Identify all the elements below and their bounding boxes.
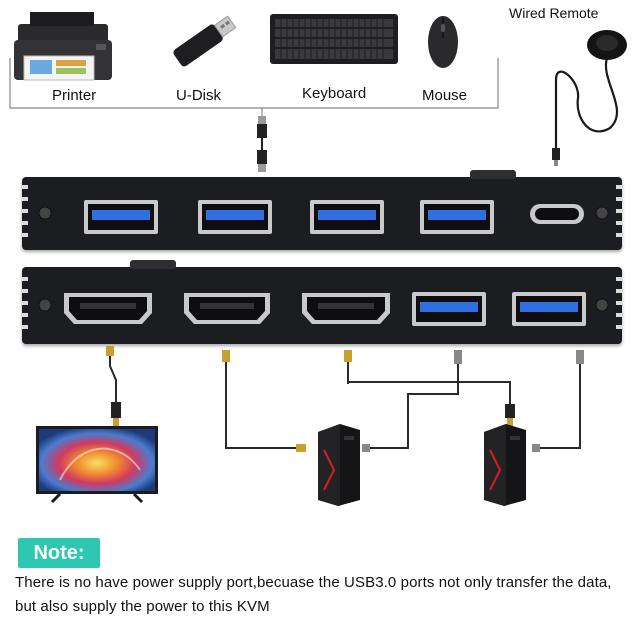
printer-icon	[14, 12, 112, 81]
peripheral-bracket	[9, 58, 499, 116]
printer-label: Printer	[52, 87, 97, 104]
usb3-port	[512, 292, 586, 326]
udisk-label: U-Disk	[176, 87, 221, 104]
hdmi-port	[64, 293, 152, 324]
usb3-port	[420, 200, 494, 234]
note-line-1: There is no have power supply port,becua…	[15, 574, 612, 591]
monitor-icon	[36, 426, 158, 504]
usb3-port	[84, 200, 158, 234]
usb3-ports-upper	[84, 200, 584, 234]
cable-connectors	[106, 346, 584, 452]
pc-tower-icon	[318, 424, 360, 506]
usb3-port	[412, 292, 486, 326]
hdmi-port	[302, 293, 390, 324]
hdmi-port	[184, 293, 270, 324]
usb-plug-upper	[257, 116, 267, 172]
wired-remote-icon	[552, 30, 627, 166]
usb-drive-icon	[173, 15, 237, 67]
wired-remote-label: Wired Remote	[509, 5, 599, 21]
usb3-port	[198, 200, 272, 234]
usb3-ports-lower	[412, 292, 586, 326]
keyboard-icon	[270, 14, 398, 64]
mouse-icon	[428, 16, 458, 68]
side-grips	[22, 185, 622, 329]
keyboard-label: Keyboard	[302, 85, 367, 102]
hdmi-ports	[64, 293, 390, 324]
note-line-2: but also supply the power to this KVM	[15, 598, 270, 615]
screws	[38, 206, 609, 312]
usb3-port	[310, 200, 384, 234]
mouse-label: Mouse	[422, 87, 468, 104]
switch-button-top	[470, 170, 516, 179]
pc-tower-icon	[484, 424, 526, 506]
cables	[109, 356, 581, 449]
usb-c-port	[530, 204, 584, 224]
note-badge: Note:	[18, 538, 100, 568]
switch-button-bottom	[130, 260, 176, 269]
